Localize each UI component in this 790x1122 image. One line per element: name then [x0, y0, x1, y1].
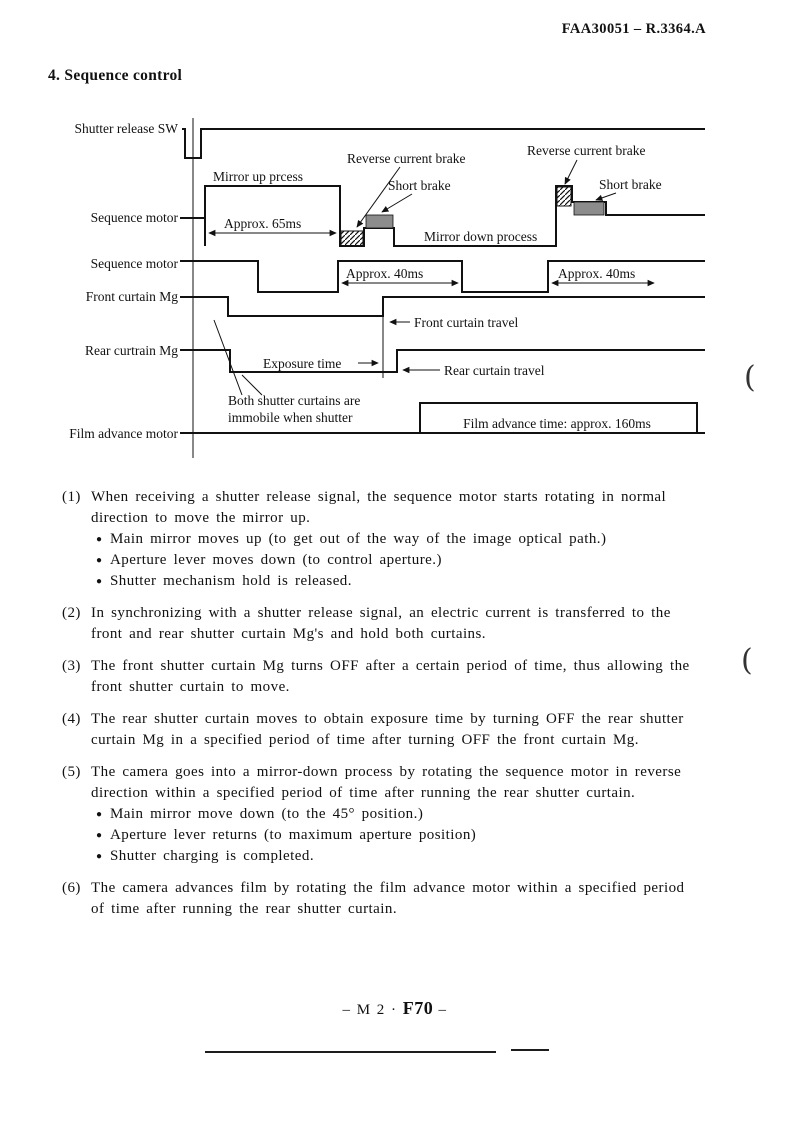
reverse-current-brake-block-1 [340, 230, 364, 247]
short-brake-leader-1 [381, 193, 413, 213]
item-number: (1) [62, 489, 81, 505]
item-text: The front shutter curtain Mg turns OFF a… [91, 658, 690, 695]
waveform-front-curtain-mg: Front curtain travel [180, 296, 705, 330]
approx-65ms-label: Approx. 65ms [224, 216, 301, 231]
paragraph-2: (2) In synchronizing with a shutter rele… [62, 603, 707, 645]
binder-mark-2: ( [741, 643, 753, 678]
rear-curtain-mg-trace [180, 349, 705, 373]
item-text: The camera advances film by rotating the… [91, 880, 685, 917]
signal-label-front-curtain-mg: Front curtain Mg [86, 289, 178, 304]
document-number: FAA30051 – R.3364.A [561, 21, 706, 37]
section-title: 4. Sequence control [48, 67, 183, 84]
page-footer: – M 2 · F70 – [0, 998, 790, 1019]
item-number: (3) [62, 658, 81, 674]
waveform-sequence-motor-1: Mirror up prcess Approx. 65ms Mirror dow… [180, 143, 705, 247]
bullet-item: ● Shutter mechanism hold is released. [91, 571, 703, 592]
bullet-icon: ● [96, 576, 103, 587]
film-advance-pulse [419, 402, 698, 433]
paragraph-3: (3) The front shutter curtain Mg turns O… [62, 656, 707, 698]
paragraph-4: (4) The rear shutter curtain moves to ob… [62, 709, 707, 751]
bullet-text: Aperture lever moves down (to control ap… [110, 552, 442, 568]
bullet-item: ● Shutter charging is completed. [91, 846, 703, 867]
bullet-icon: ● [96, 830, 103, 841]
footer-suffix: – [438, 1002, 448, 1018]
item-text: The rear shutter curtain moves to obtain… [91, 711, 684, 748]
front-curtain-travel-label: Front curtain travel [414, 315, 518, 330]
bullet-icon: ● [96, 555, 103, 566]
bullet-icon: ● [96, 809, 103, 820]
reverse-current-brake-block-2 [556, 186, 572, 207]
item-text: In synchronizing with a shutter release … [91, 605, 671, 642]
bullet-text: Aperture lever returns (to maximum apert… [110, 827, 477, 843]
waveform-shutter-release-sw [182, 128, 705, 159]
reverse-current-brake-label-2: Reverse current brake [527, 143, 645, 158]
bullet-icon: ● [96, 534, 103, 545]
item-number: (2) [62, 605, 81, 621]
film-advance-time-label: Film advance time: approx. 160ms [463, 416, 651, 431]
bullet-item: ● Aperture lever moves down (to control … [91, 550, 703, 571]
item-number: (5) [62, 764, 81, 780]
bottom-rule-long [205, 1051, 496, 1053]
approx-40ms-label-2: Approx. 40ms [558, 266, 635, 281]
bottom-rule-short [511, 1049, 549, 1051]
rear-curtain-travel-label: Rear curtain travel [444, 363, 545, 378]
mirror-down-label: Mirror down process [424, 229, 537, 244]
immobile-note-line2: immobile when shutter [228, 410, 353, 425]
signal-label-sequence-motor-1: Sequence motor [91, 210, 179, 225]
note-leader-rear [241, 374, 263, 396]
reverse-current-brake-leader-2 [564, 159, 578, 185]
paragraph-5: (5) The camera goes into a mirror-down p… [62, 762, 707, 867]
footer-page-code: F70 [402, 998, 434, 1018]
waveform-sequence-motor-2: Approx. 40ms Approx. 40ms [180, 260, 705, 293]
short-brake-block-1 [365, 214, 394, 229]
signal-label-shutter-release-sw: Shutter release SW [75, 121, 179, 136]
bullet-text: Main mirror moves up (to get out of the … [110, 531, 607, 547]
body-text: (1) When receiving a shutter release sig… [62, 487, 707, 931]
bullet-item: ● Main mirror moves up (to get out of th… [91, 529, 703, 550]
note-leader-front [213, 319, 243, 396]
mirror-up-label: Mirror up prcess [213, 169, 303, 184]
item-number: (4) [62, 711, 81, 727]
reverse-current-brake-leader-1 [356, 166, 401, 228]
item-text: When receiving a shutter release signal,… [91, 489, 667, 526]
sequence-motor-2-trace [180, 260, 705, 293]
footer-prefix: – M 2 · [342, 1002, 398, 1018]
bullet-item: ● Aperture lever returns (to maximum ape… [91, 825, 703, 846]
reverse-current-brake-label-1: Reverse current brake [347, 151, 465, 166]
signal-label-sequence-motor-2: Sequence motor [91, 256, 179, 271]
bullet-text: Shutter mechanism hold is released. [110, 573, 352, 589]
bullet-text: Main mirror move down (to the 45° positi… [110, 806, 424, 822]
short-brake-label-2: Short brake [599, 177, 662, 192]
paragraph-1: (1) When receiving a shutter release sig… [62, 487, 707, 592]
immobile-curtains-note: Both shutter curtains are immobile when … [213, 319, 360, 425]
front-curtain-mg-trace [180, 296, 705, 317]
short-brake-label-1: Short brake [388, 178, 451, 193]
waveform-film-advance-motor: Film advance time: approx. 160ms [180, 402, 705, 434]
immobile-note-line1: Both shutter curtains are [228, 393, 360, 408]
approx-40ms-label-1: Approx. 40ms [346, 266, 423, 281]
signal-label-film-advance-motor: Film advance motor [69, 426, 178, 441]
item-text: The camera goes into a mirror-down proce… [91, 764, 682, 801]
short-brake-leader-2 [595, 192, 617, 201]
item-number: (6) [62, 880, 81, 896]
exposure-time-label: Exposure time [263, 356, 341, 371]
bullet-text: Shutter charging is completed. [110, 848, 315, 864]
bullet-item: ● Main mirror move down (to the 45° posi… [91, 804, 703, 825]
paragraph-6: (6) The camera advances film by rotating… [62, 878, 707, 920]
waveform-rear-curtain-mg: Exposure time Rear curtain travel [180, 316, 705, 378]
timing-diagram: Shutter release SW Sequence motor Sequen… [69, 118, 705, 458]
bullet-icon: ● [96, 851, 103, 862]
signal-label-rear-curtain-mg: Rear curtrain Mg [85, 343, 178, 358]
signal-labels: Shutter release SW Sequence motor Sequen… [69, 121, 178, 441]
short-brake-block-2 [573, 201, 605, 216]
binder-mark-1: ( [744, 360, 756, 395]
